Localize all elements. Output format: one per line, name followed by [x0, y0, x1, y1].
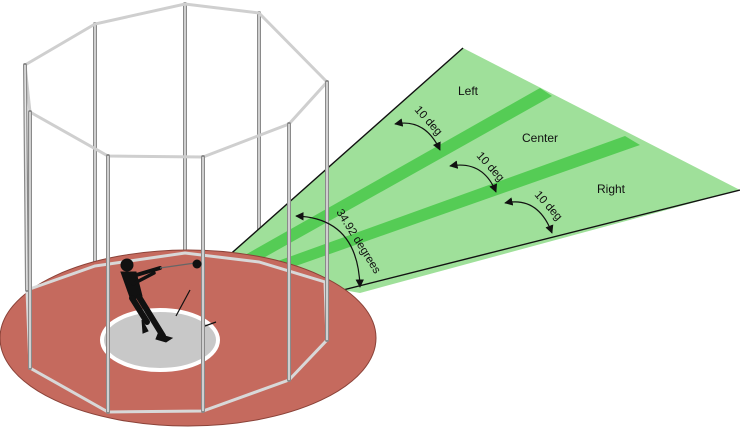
angle-arc-total — [295, 212, 364, 288]
hammer-ball — [192, 259, 202, 269]
angle-arc-center — [449, 160, 498, 193]
cage-back-poles — [93, 2, 261, 268]
sector-label-center: Center — [522, 131, 558, 145]
hammer-wire — [159, 262, 196, 269]
thrower-silhouette — [120, 258, 174, 343]
sector-label-left: Left — [458, 84, 479, 98]
angle-arc-left — [394, 118, 441, 151]
sector-label-right: Right — [597, 182, 626, 196]
cage-top-ring — [23, 2, 330, 159]
sector-band-lower — [275, 136, 640, 268]
angle-arc-right — [504, 197, 554, 234]
